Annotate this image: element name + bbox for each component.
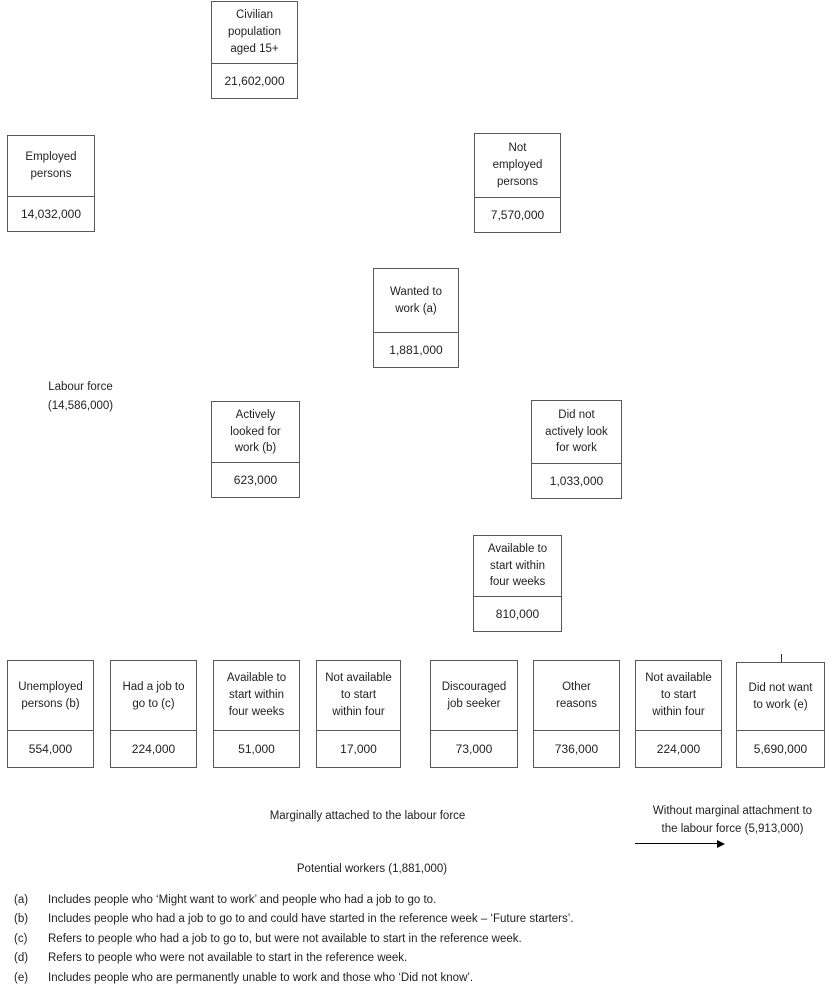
box-discouraged-job-seeker-value: 73,000 [455, 742, 493, 756]
box-available-to-start-label: Available to start within four weeks [214, 661, 299, 731]
box-civilian-population: Civilian population aged 15+ 21,602,000 [211, 1, 298, 99]
box-not-available-to-start-d-label: Not available to start within four [317, 661, 400, 731]
footnote-id: (a) [14, 894, 29, 906]
label-potential-workers: Potential workers (1,881,000) [232, 853, 512, 886]
box-employed-persons: Employed persons 14,032,000 [7, 135, 95, 232]
footnote-text: Includes people who ‘Might want to work’… [48, 894, 437, 906]
box-unemployed-persons-value: 554,000 [28, 742, 73, 756]
box-unemployed-persons-label: Unemployed persons (b) [8, 661, 93, 731]
box-available-to-start: Available to start within four weeks 51,… [213, 660, 300, 768]
box-other-reasons-label: Other reasons [534, 661, 619, 731]
label-labour-force: Labour force (14,586,000) [33, 373, 128, 420]
box-available-to-start-value: 51,000 [238, 742, 275, 756]
box-other-reasons-value: 736,000 [554, 742, 599, 756]
footnote-row-a: (a) Includes people who ‘Might want to w… [14, 891, 583, 909]
box-not-available-to-start-2-value: 224,000 [656, 742, 701, 756]
footnote-row-b: (b) Includes people who had a job to go … [14, 910, 583, 928]
box-had-a-job-to-go-to-label: Had a job to go to (c) [111, 661, 196, 731]
footnote-text: Includes people who are permanently unab… [48, 971, 474, 984]
box-wanted-to-work-value: 1,881,000 [389, 343, 443, 357]
box-discouraged-job-seeker: Discouraged job seeker 73,000 [430, 660, 518, 768]
footnote-text: Refers to people who had a job to go to,… [48, 932, 522, 945]
footnote-id: (c) [14, 932, 28, 945]
box-had-a-job-to-go-to-value: 224,000 [131, 742, 176, 756]
box-actively-looked-for-work-value: 623,000 [233, 473, 278, 487]
footnote-id: (b) [14, 913, 29, 926]
box-available-to-start-four-weeks-label: Available to start within four weeks [474, 536, 561, 597]
box-did-not-want-to-work-value: 5,690,000 [753, 742, 808, 756]
box-did-not-want-to-work-label: Did not want to work (e) [737, 663, 824, 731]
box-did-not-actively-look-value: 1,033,000 [549, 474, 604, 488]
connector-tick [781, 654, 782, 662]
box-not-employed-persons: Not employed persons 7,570,000 [474, 133, 561, 233]
box-did-not-actively-look-label: Did not actively look for work [532, 401, 621, 464]
box-not-available-to-start-2-label: Not available to start within four [636, 661, 721, 731]
box-not-available-to-start-2: Not available to start within four 224,0… [635, 660, 722, 768]
box-actively-looked-for-work: Actively looked for work (b) 623,000 [211, 401, 300, 498]
box-unemployed-persons: Unemployed persons (b) 554,000 [7, 660, 94, 768]
box-wanted-to-work-label: Wanted to work (a) [374, 269, 458, 333]
label-without-marginal-attachment: Without marginal attachment to the labou… [633, 796, 832, 844]
footnotes-panel: (a) Includes people who ‘Might want to w… [0, 884, 591, 998]
right-arrow-line [635, 843, 717, 844]
footnote-id: (d) [14, 952, 29, 965]
box-not-employed-persons-value: 7,570,000 [490, 208, 545, 222]
box-not-available-to-start-d: Not available to start within four 17,00… [316, 660, 401, 768]
box-employed-persons-label: Employed persons [8, 136, 94, 197]
footnote-row-c: (c) Refers to people who had a job to go… [14, 930, 583, 948]
footnote-id: (e) [14, 971, 29, 984]
footnote-row-e: (e) Includes people who are permanently … [14, 969, 583, 987]
box-not-available-to-start-d-value: 17,000 [340, 742, 377, 756]
box-civilian-population-label: Civilian population aged 15+ [212, 2, 297, 64]
box-employed-persons-value: 14,032,000 [20, 207, 82, 221]
box-did-not-want-to-work: Did not want to work (e) 5,690,000 [736, 662, 825, 768]
box-wanted-to-work: Wanted to work (a) 1,881,000 [373, 268, 459, 368]
box-civilian-population-value: 21,602,000 [224, 74, 285, 88]
label-marginally-attached: Marginally attached to the labour force [226, 796, 509, 836]
box-other-reasons: Other reasons 736,000 [533, 660, 620, 768]
right-arrow-head-icon [717, 840, 725, 848]
box-not-employed-persons-label: Not employed persons [475, 134, 560, 198]
box-available-to-start-four-weeks: Available to start within four weeks 810… [473, 535, 562, 632]
footnote-text: Refers to people who were not available … [48, 952, 408, 965]
box-had-a-job-to-go-to: Had a job to go to (c) 224,000 [110, 660, 197, 768]
footnote-text: Includes people who had a job to go to a… [48, 913, 574, 926]
box-actively-looked-for-work-label: Actively looked for work (b) [212, 402, 299, 463]
footnote-row-d: (d) Refers to people who were not availa… [14, 949, 583, 967]
box-available-to-start-four-weeks-value: 810,000 [495, 607, 540, 621]
box-discouraged-job-seeker-label: Discouraged job seeker [431, 661, 517, 731]
box-did-not-actively-look: Did not actively look for work 1,033,000 [531, 400, 622, 499]
